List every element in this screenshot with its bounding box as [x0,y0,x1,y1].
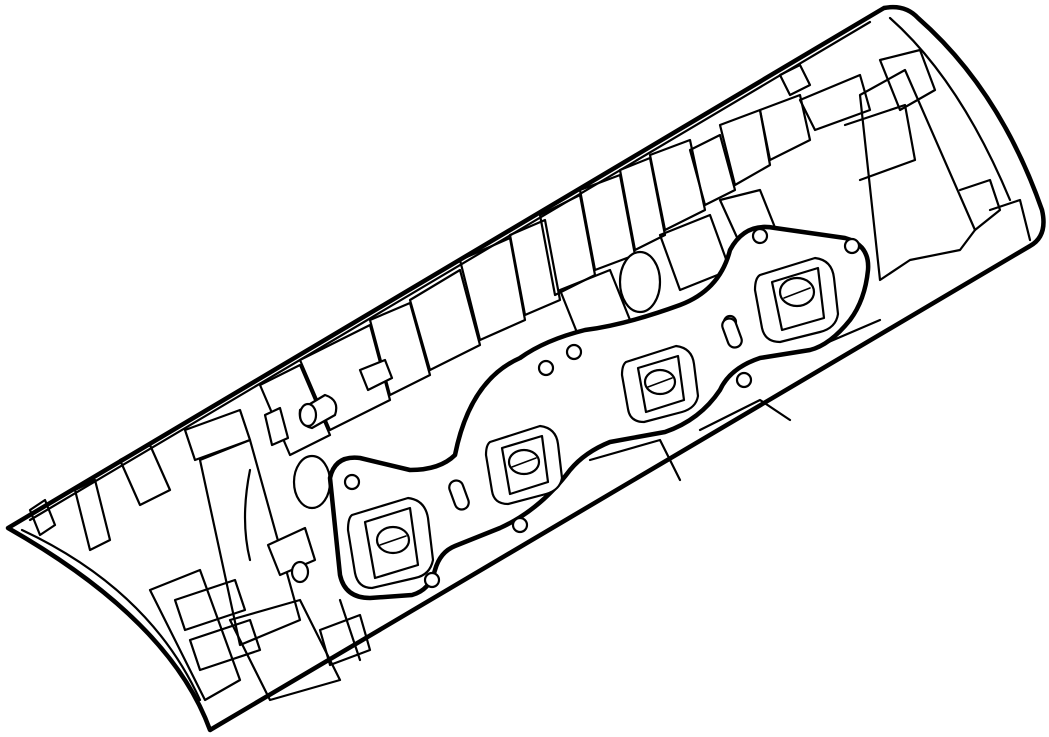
shield-left-end [28,408,372,702]
shield-inner-rim-top [28,20,872,522]
exhaust-port-3 [620,344,700,424]
exhaust-port-1 [346,496,435,590]
gasket-bolt-holes [343,227,861,589]
shield-underlines [243,318,882,662]
exhaust-port-4 [753,256,840,344]
boss-oval-right [618,250,662,314]
exhaust-port-2 [484,424,564,506]
shield-right-end [843,16,1032,282]
shield-lower-rim [20,528,202,702]
boss-oval-left [292,454,332,510]
shield-studs [263,358,394,584]
